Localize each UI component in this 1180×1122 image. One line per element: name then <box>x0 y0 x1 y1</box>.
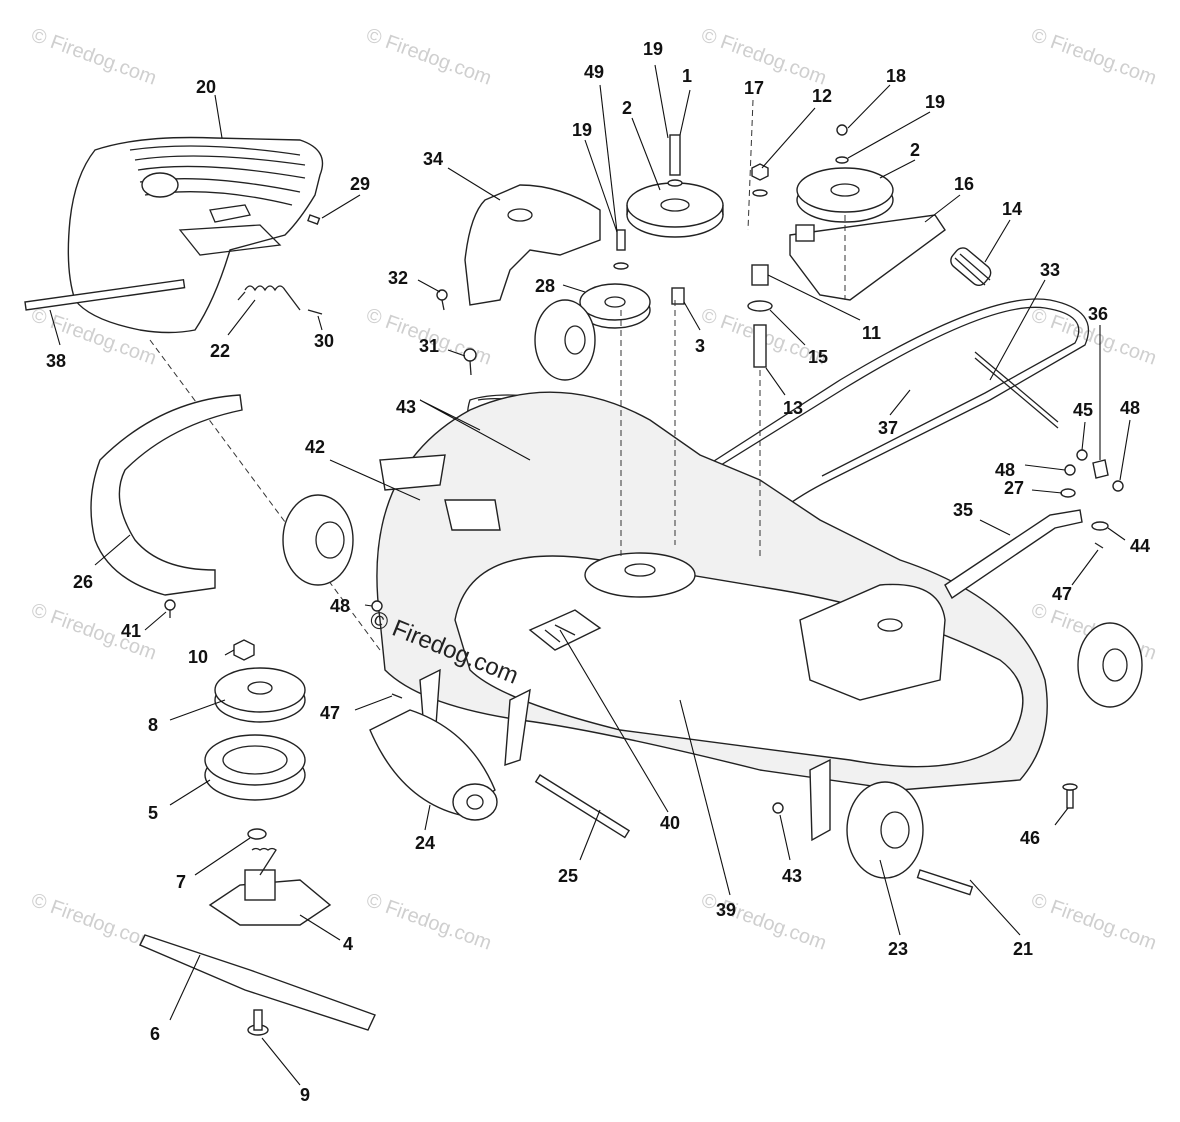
label-part-10: 10 <box>188 647 208 667</box>
label-part-43: 43 <box>782 866 802 886</box>
label-part-48: 48 <box>330 596 350 616</box>
deck-wheel-drawing <box>282 494 354 586</box>
label-part-18: 18 <box>886 66 906 86</box>
label-part-30: 30 <box>314 331 334 351</box>
part-26-side-plate-drawing <box>90 394 243 596</box>
part-30-pin-drawing <box>307 309 323 315</box>
label-part-38: 38 <box>46 351 66 371</box>
label-part-5: 5 <box>148 803 158 823</box>
part-38-rod-drawing <box>24 278 186 311</box>
label-part-3: 3 <box>695 336 705 356</box>
label-part-44: 44 <box>1130 536 1150 556</box>
label-part-12: 12 <box>812 86 832 106</box>
part-5-cover-drawing <box>204 734 306 801</box>
part-4-spindle-drawing <box>208 847 332 926</box>
label-part-27: 27 <box>1004 478 1024 498</box>
label-part-42: 42 <box>305 437 325 457</box>
label-part-25: 25 <box>558 866 578 886</box>
part-37-rod-drawing <box>974 351 1059 429</box>
label-part-1: 1 <box>682 66 692 86</box>
part-2-idler-pulley-drawing <box>626 182 724 238</box>
label-part-2: 2 <box>910 140 920 160</box>
label-part-26: 26 <box>73 572 93 592</box>
label-part-4: 4 <box>343 934 353 954</box>
part-24-roller-drawing <box>369 709 498 821</box>
label-part-41: 41 <box>121 621 141 641</box>
label-part-6: 6 <box>150 1024 160 1044</box>
leader-lines <box>49 64 1131 1086</box>
label-part-45: 45 <box>1073 400 1093 420</box>
label-part-47: 47 <box>1052 584 1072 604</box>
label-part-11: 11 <box>862 323 881 343</box>
part-41-bolt-drawing <box>164 599 176 618</box>
label-part-39: 39 <box>716 900 736 920</box>
part-2-idler-pulley-drawing <box>796 167 894 223</box>
label-part-19: 19 <box>925 92 945 112</box>
part-20-shield-drawing <box>67 136 324 334</box>
deck-wheel-drawing <box>534 299 596 381</box>
label-part-17: 17 <box>744 78 764 98</box>
part-34-belt-cover-drawing <box>464 184 601 306</box>
part-7-washer-drawing <box>247 828 267 840</box>
part-32-bolt-drawing <box>436 289 448 311</box>
label-part-48: 48 <box>995 460 1015 480</box>
label-part-8: 8 <box>148 715 158 735</box>
pulley-hardware-drawing <box>613 124 849 305</box>
label-part-46: 46 <box>1020 828 1040 848</box>
watermark: © Firedog.com <box>363 24 494 90</box>
part-23-wheel-drawing <box>846 781 924 879</box>
label-part-7: 7 <box>176 872 186 892</box>
label-part-47: 47 <box>320 703 340 723</box>
part-14-spring-drawing <box>950 247 992 286</box>
label-part-19: 19 <box>643 39 663 59</box>
label-part-19: 19 <box>572 120 592 140</box>
deck-wheel-drawing <box>1077 622 1143 708</box>
label-part-31: 31 <box>419 336 439 356</box>
watermark: © Firedog.com <box>698 889 829 955</box>
part-47-clip-drawing <box>391 693 403 699</box>
part-labels: 20 29 38 22 30 34 32 31 28 49 19 1 19 2 … <box>46 39 1150 1105</box>
watermark: © Firedog.com <box>28 24 159 90</box>
label-part-24: 24 <box>415 833 435 853</box>
part-22-spring-drawing <box>237 285 301 311</box>
label-part-36: 36 <box>1088 304 1108 324</box>
label-part-14: 14 <box>1002 199 1022 219</box>
label-part-32: 32 <box>388 268 408 288</box>
label-part-23: 23 <box>888 939 908 959</box>
label-part-49: 49 <box>584 62 604 82</box>
part-25-rod-drawing <box>534 774 631 839</box>
watermark: © Firedog.com <box>1028 24 1159 90</box>
label-part-13: 13 <box>783 398 803 418</box>
part-10-nut-drawing <box>233 639 255 661</box>
part-21-bolt-drawing <box>916 869 974 896</box>
label-part-20: 20 <box>196 77 216 97</box>
part-31-bolt-drawing <box>463 348 477 376</box>
label-part-15: 15 <box>808 347 828 367</box>
part-9-bolt-drawing <box>247 1009 269 1036</box>
label-part-35: 35 <box>953 500 973 520</box>
label-part-40: 40 <box>660 813 680 833</box>
label-part-33: 33 <box>1040 260 1060 280</box>
part-28-flat-pulley-drawing <box>579 283 651 329</box>
label-part-43: 43 <box>396 397 416 417</box>
part-35-lever-drawing <box>944 509 1083 600</box>
label-part-16: 16 <box>954 174 974 194</box>
mower-deck-body-drawing <box>376 391 1048 842</box>
part-8-pulley-drawing <box>214 667 306 723</box>
label-part-37: 37 <box>878 418 898 438</box>
label-part-22: 22 <box>210 341 230 361</box>
watermark: © Firedog.com <box>1028 889 1159 955</box>
label-part-9: 9 <box>300 1085 310 1105</box>
label-part-48: 48 <box>1120 398 1140 418</box>
label-part-28: 28 <box>535 276 555 296</box>
assembly-lines <box>149 99 846 651</box>
label-part-34: 34 <box>423 149 443 169</box>
label-part-2: 2 <box>622 98 632 118</box>
part-29-clip-drawing <box>307 214 321 225</box>
label-part-29: 29 <box>350 174 370 194</box>
watermark: © Firedog.com <box>363 889 494 955</box>
label-part-21: 21 <box>1013 939 1033 959</box>
